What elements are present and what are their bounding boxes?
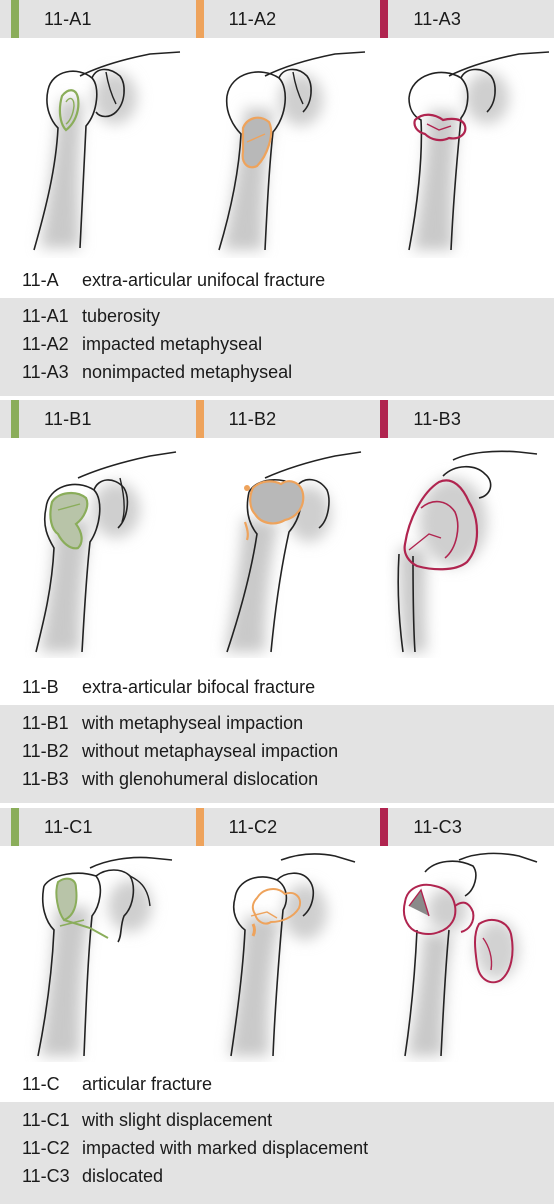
header-cell: 11-B1 (0, 400, 185, 438)
subtype-box: 11-B1 with metaphyseal impaction 11-B2 w… (0, 705, 554, 803)
subtype-code: 11-C2 (22, 1138, 70, 1159)
fracture-type-label: 11-C2 (229, 817, 278, 838)
fracture-type-label: 11-A2 (229, 9, 277, 30)
orange-color-swatch (196, 808, 204, 846)
group-description: articular fracture (82, 1074, 212, 1095)
group-code: 11-A (22, 270, 59, 291)
subtype-row: 11-B2 without metaphayseal impaction (0, 737, 554, 765)
header-cell: 11-B2 (185, 400, 370, 438)
subtype-row: 11-C2 impacted with marked displacement (0, 1134, 554, 1162)
header-bar: 11-C1 11-C2 11-C3 (0, 808, 554, 846)
illustration-11-b1 (0, 438, 185, 658)
shoulder-illustration (0, 438, 184, 658)
fracture-type-label: 11-B3 (413, 409, 461, 430)
subtype-description: nonimpacted metaphyseal (82, 362, 292, 383)
crimson-color-swatch (380, 400, 388, 438)
header-cell: 11-A3 (369, 0, 554, 38)
subtype-code: 11-C3 (22, 1166, 70, 1187)
header-bar: 11-A1 11-A2 11-A3 (0, 0, 554, 38)
subtype-description: impacted metaphyseal (82, 334, 262, 355)
illustration-11-b2 (185, 438, 370, 658)
subtype-row: 11-A3 nonimpacted metaphyseal (0, 358, 554, 386)
subtype-row: 11-C3 dislocated (0, 1162, 554, 1190)
group-title: 11-B extra-articular bifocal fracture (0, 673, 554, 703)
subtype-row: 11-A2 impacted metaphyseal (0, 330, 554, 358)
illustration-11-c3 (369, 846, 554, 1062)
header-bar: 11-B1 11-B2 11-B3 (0, 400, 554, 438)
header-cell: 11-C1 (0, 808, 185, 846)
group-description: extra-articular unifocal fracture (82, 270, 325, 291)
fracture-type-label: 11-C3 (413, 817, 462, 838)
subtype-description: with metaphyseal impaction (82, 713, 303, 734)
fracture-type-label: 11-B1 (44, 409, 92, 430)
shoulder-illustration (369, 438, 553, 658)
header-cell: 11-C3 (369, 808, 554, 846)
fracture-type-label: 11-A3 (413, 9, 461, 30)
illustration-11-a2 (185, 38, 370, 258)
illustration-row (0, 438, 554, 658)
subtype-description: tuberosity (82, 306, 160, 327)
subtype-code: 11-B2 (22, 741, 69, 762)
green-color-swatch (11, 0, 19, 38)
subtype-description: impacted with marked displacement (82, 1138, 368, 1159)
group-code: 11-C (22, 1074, 60, 1095)
subtype-code: 11-A1 (22, 306, 69, 327)
subtype-description: with slight displacement (82, 1110, 272, 1131)
group-description: extra-articular bifocal fracture (82, 677, 315, 698)
green-color-swatch (11, 808, 19, 846)
subtype-code: 11-A2 (22, 334, 69, 355)
subtype-code: 11-B3 (22, 769, 69, 790)
subtype-code: 11-A3 (22, 362, 69, 383)
illustration-11-c2 (185, 846, 370, 1062)
subtype-row: 11-B1 with metaphyseal impaction (0, 709, 554, 737)
shoulder-illustration (369, 38, 553, 258)
shoulder-illustration (185, 38, 369, 258)
orange-color-swatch (196, 400, 204, 438)
subtype-row: 11-B3 with glenohumeral dislocation (0, 765, 554, 793)
subtype-code: 11-C1 (22, 1110, 70, 1131)
fracture-type-label: 11-C1 (44, 817, 93, 838)
fracture-type-label: 11-B2 (229, 409, 277, 430)
group-code: 11-B (22, 677, 59, 698)
subtype-box: 11-C1 with slight displacement 11-C2 imp… (0, 1102, 554, 1204)
illustration-11-b3 (369, 438, 554, 658)
illustration-row (0, 846, 554, 1062)
crimson-color-swatch (380, 0, 388, 38)
green-color-swatch (11, 400, 19, 438)
group-title: 11-A extra-articular unifocal fracture (0, 266, 554, 296)
fragment-marker (244, 485, 250, 491)
shoulder-illustration (185, 846, 369, 1062)
shoulder-illustration (0, 846, 184, 1062)
illustration-11-a1 (0, 38, 185, 258)
subtype-description: without metaphayseal impaction (82, 741, 338, 762)
illustration-11-c1 (0, 846, 185, 1062)
subtype-box: 11-A1 tuberosity 11-A2 impacted metaphys… (0, 298, 554, 396)
subtype-description: dislocated (82, 1166, 163, 1187)
subtype-description: with glenohumeral dislocation (82, 769, 318, 790)
header-cell: 11-A2 (185, 0, 370, 38)
subtype-code: 11-B1 (22, 713, 69, 734)
header-cell: 11-B3 (369, 400, 554, 438)
header-cell: 11-A1 (0, 0, 185, 38)
shoulder-illustration (369, 846, 553, 1062)
illustration-11-a3 (369, 38, 554, 258)
illustration-row (0, 38, 554, 258)
group-title: 11-C articular fracture (0, 1070, 554, 1100)
crimson-color-swatch (380, 808, 388, 846)
shoulder-illustration (185, 438, 369, 658)
shoulder-illustration (0, 38, 184, 258)
subtype-row: 11-A1 tuberosity (0, 302, 554, 330)
subtype-row: 11-C1 with slight displacement (0, 1106, 554, 1134)
header-cell: 11-C2 (185, 808, 370, 846)
orange-color-swatch (196, 0, 204, 38)
fracture-type-label: 11-A1 (44, 9, 92, 30)
